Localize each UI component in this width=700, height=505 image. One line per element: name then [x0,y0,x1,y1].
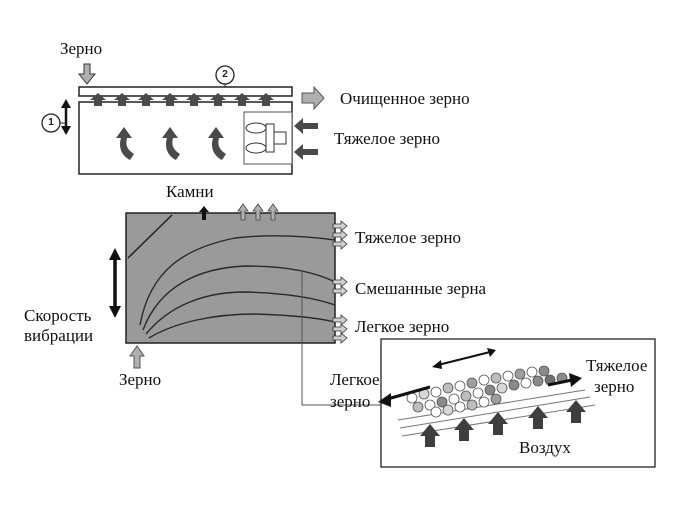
separation-curves [139,235,336,339]
vibration-speed-label-1: Скорость [24,306,92,325]
inset-heavy-label-1: Тяжелое [586,356,648,375]
circle-one-label: 1 [48,117,54,128]
inset-light-label-1: Легкое [330,370,380,389]
inset-vibration-arrow [437,351,491,366]
mixed-grain-label: Смешанные зерна [355,279,487,298]
inset-heavy-label-2: зерно [594,377,635,396]
fan-icon [245,122,287,154]
air-arrows [420,400,586,447]
heavy-grain-label: Тяжелое зерно [355,228,461,247]
clean-grain-label: Очищенное зерно [340,89,470,108]
vibration-speed-label-2: вибрации [24,326,94,345]
top-plate [78,86,293,97]
top-heavy-grain-label: Тяжелое зерно [334,129,440,148]
light-grain-arrow [383,385,431,402]
middle-feed-arrow [129,345,145,369]
top-outlet-arrows [237,203,279,221]
top-feed-arrow [77,63,97,85]
gravity-table [109,203,382,406]
heavy-in-arrow-2 [294,144,318,160]
top-feed-label: Зерно [60,39,103,58]
inset-light-label-2: зерно [330,392,371,411]
top-separator [41,63,325,175]
circle-two-label: 2 [222,69,228,80]
clean-out-arrow [301,85,325,111]
top-flow-arrows [116,127,226,160]
right-outlet-arrows [332,220,348,344]
heavy-in-arrow-1 [294,118,318,134]
air-label: Воздух [519,438,571,457]
middle-feed-label: Зерно [119,370,162,389]
inset-connector-line [301,272,382,406]
heavy-grain-arrow [547,378,573,387]
stones-arrow [199,206,209,220]
light-grain-label: Легкое зерно [355,317,450,336]
inset-detail [378,338,656,468]
stones-label: Камни [166,182,214,201]
gravity-table-deck [125,212,336,344]
grain-particles [406,365,568,418]
top-up-arrows [90,93,274,106]
